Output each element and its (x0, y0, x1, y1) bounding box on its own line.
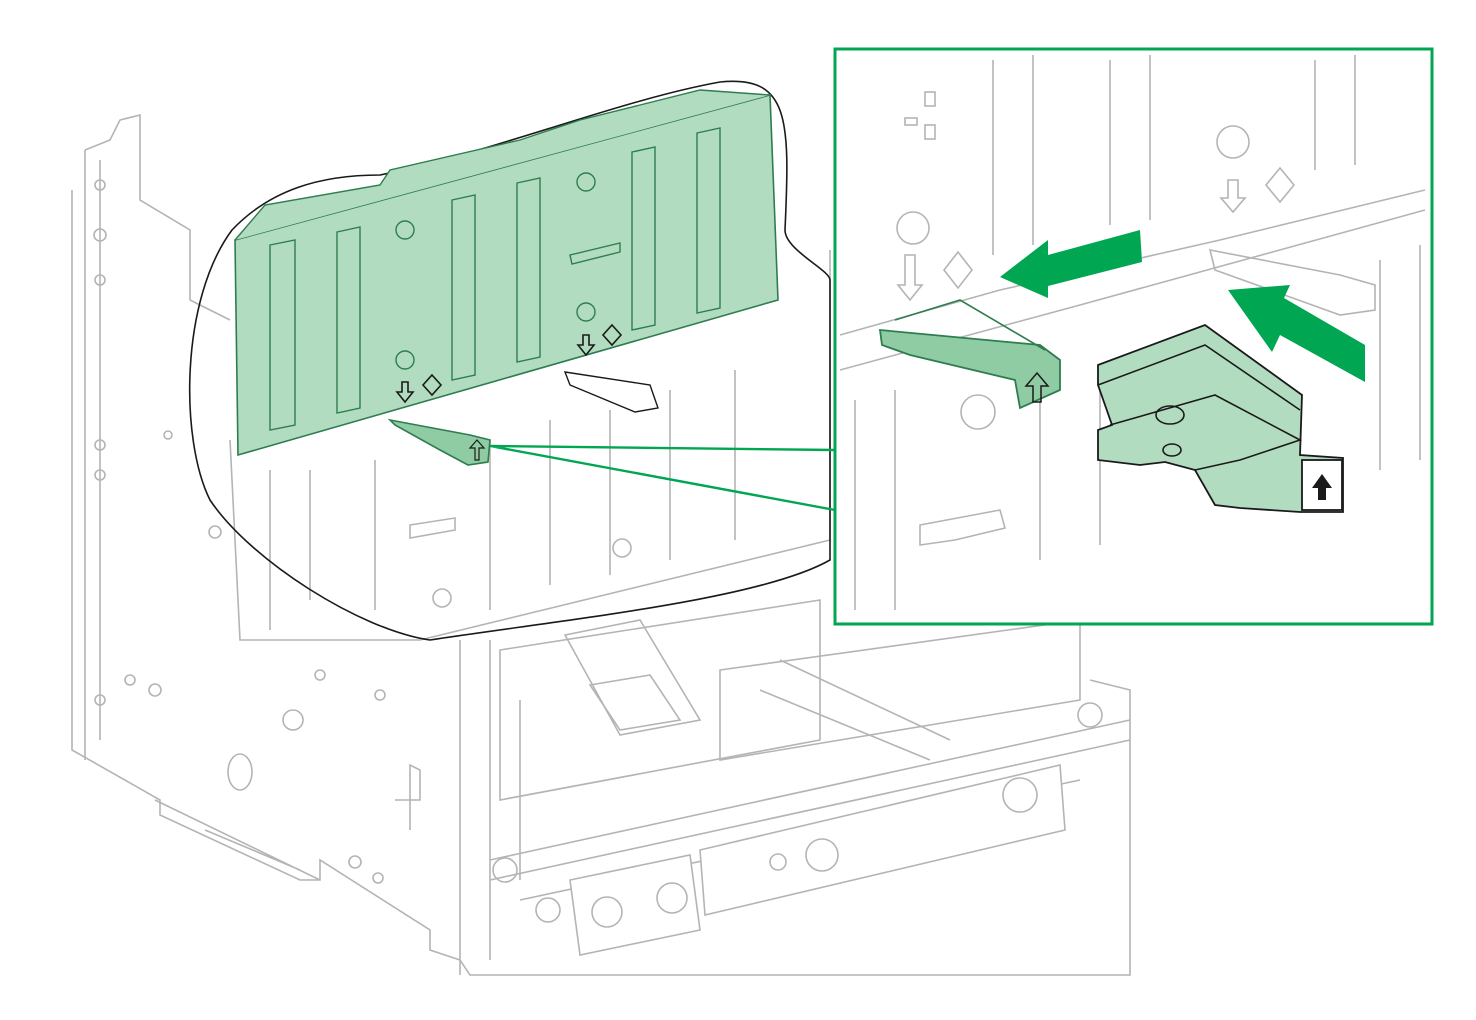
shutter-panel (234, 89, 779, 466)
callout-leader (489, 444, 836, 512)
shutter-lock-part (1097, 323, 1344, 513)
detail-callout (833, 47, 1434, 626)
up-arrow-icon (1024, 371, 1050, 403)
up-arrow-icon (468, 439, 486, 461)
diamond-mark-icon (421, 373, 443, 397)
move-left-arrow-icon (1228, 285, 1365, 382)
down-arrow-icon (576, 334, 596, 357)
up-arrow-icon (1312, 474, 1332, 500)
down-arrow-icon (395, 381, 415, 404)
chassis-frame (71, 113, 1131, 976)
diamond-mark-icon (601, 323, 623, 347)
move-left-arrow-icon (1000, 230, 1142, 298)
